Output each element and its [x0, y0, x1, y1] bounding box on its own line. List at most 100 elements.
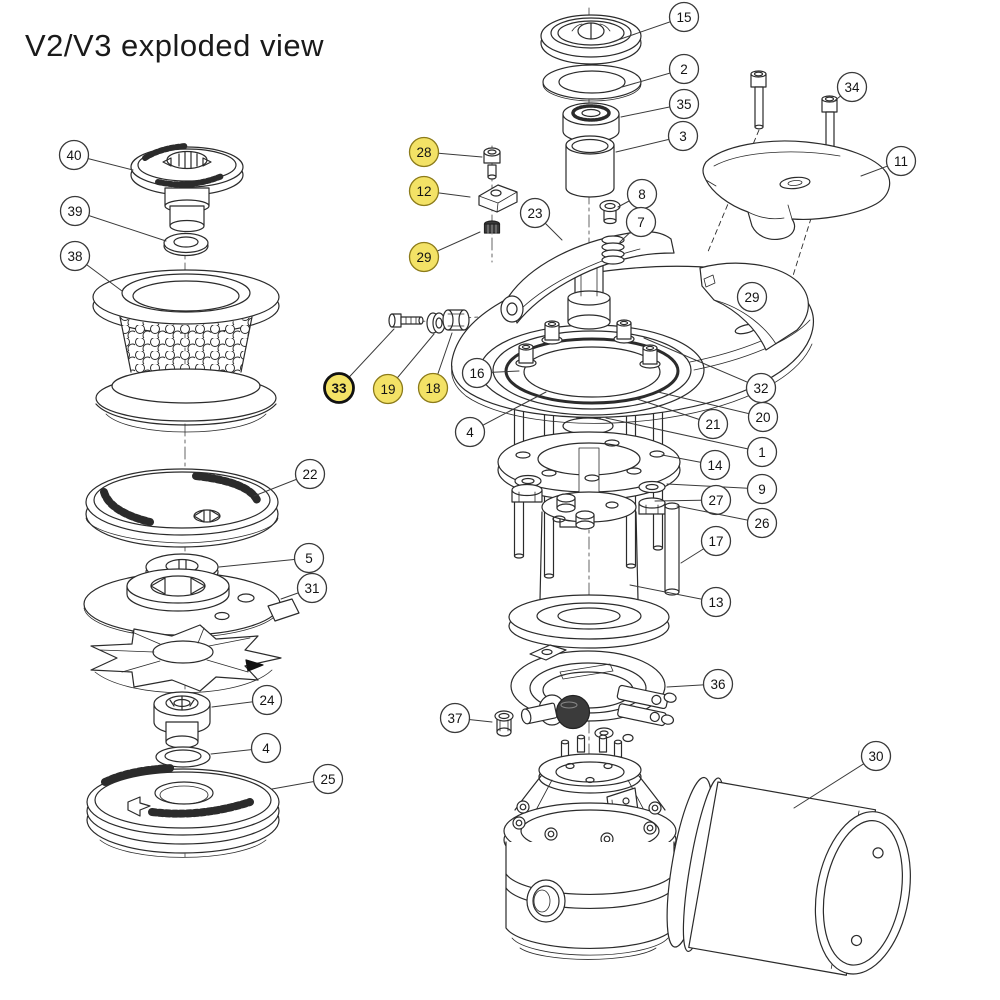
callout-circle-9: [746, 473, 778, 505]
callout-22: 22: [253, 458, 326, 497]
callout-circle-25: [312, 763, 344, 795]
callout-circle-4: [454, 416, 486, 448]
callout-4: 4: [454, 391, 547, 448]
part-31-pressure-plate: [83, 568, 300, 639]
part-4-washer-left: [155, 746, 211, 768]
callout-circle-19: [372, 373, 404, 405]
callout-circle-21: [697, 408, 729, 440]
callout-number-16: 16: [469, 366, 484, 381]
callout-number-32: 32: [753, 381, 768, 396]
callout-circle-26: [746, 507, 778, 539]
part-23-arm: [500, 231, 675, 324]
callout-number-40: 40: [66, 148, 81, 163]
callout-circle-37: [439, 702, 471, 734]
callout-number-30: 30: [868, 749, 883, 764]
leader-line-32: [643, 337, 762, 389]
callout-12: 12: [408, 175, 471, 207]
callout-31: 31: [280, 572, 328, 604]
callout-number-11: 11: [894, 154, 908, 169]
callout-number-29: 29: [416, 250, 431, 265]
callout-circle-18: [417, 372, 449, 404]
callout-circle-7: [625, 206, 657, 238]
part-7-spring: [601, 235, 625, 265]
callout-number-27: 27: [708, 493, 723, 508]
deck-studs: [515, 319, 661, 369]
callout-circle-23: [519, 197, 551, 229]
callout-3: 3: [615, 120, 699, 153]
callout-number-23: 23: [527, 206, 542, 221]
callout-circle-39: [59, 195, 91, 227]
callout-7: 7: [619, 206, 657, 243]
callout-number-36: 36: [710, 677, 725, 692]
callout-number-28: 28: [416, 145, 431, 160]
part-35-bearing: [562, 102, 620, 143]
part-40-top-cap: [130, 143, 244, 233]
part-33-bolt: [388, 313, 424, 328]
callout-26: 26: [676, 505, 778, 539]
callout-number-29: 29: [744, 290, 759, 305]
callout-number-8: 8: [638, 187, 646, 202]
part-13-gearbox-adapter: [508, 491, 670, 649]
callout-circle-30: [860, 740, 892, 772]
callout-number-26: 26: [754, 516, 769, 531]
callout-number-35: 35: [676, 97, 691, 112]
callout-21: 21: [633, 397, 729, 440]
callout-number-9: 9: [758, 482, 766, 497]
callout-number-2: 2: [680, 62, 688, 77]
callout-24: 24: [211, 684, 283, 716]
callout-number-15: 15: [676, 10, 691, 25]
callout-circle-29: [408, 241, 440, 273]
callout-16: 16: [461, 357, 520, 389]
callout-circle-17: [700, 525, 732, 557]
part-39-washer: [163, 232, 209, 257]
callout-number-12: 12: [416, 184, 431, 199]
callout-37: 37: [439, 702, 493, 734]
callout-number-21: 21: [705, 417, 720, 432]
part-37-plug: [494, 710, 514, 737]
part-17-rod: [664, 502, 680, 596]
callout-15: 15: [611, 1, 700, 43]
callout-number-14: 14: [707, 458, 723, 473]
callout-27: 27: [654, 484, 732, 516]
callout-number-4: 4: [262, 741, 270, 756]
callout-circle-35: [668, 88, 700, 120]
callout-circle-11: [885, 145, 917, 177]
callout-circle-15: [668, 1, 700, 33]
callout-number-5: 5: [305, 551, 313, 566]
callout-34: 34: [832, 71, 868, 103]
part-22-clutch-cap: [85, 468, 279, 548]
callout-5: 5: [218, 542, 325, 574]
callout-number-20: 20: [755, 410, 770, 425]
callout-14: 14: [661, 449, 731, 481]
callout-25: 25: [271, 763, 344, 795]
part-gypsy-star: [90, 624, 282, 694]
part-14-flange: [497, 431, 681, 509]
callout-circle-31: [296, 572, 328, 604]
leader-line-1: [605, 417, 763, 453]
part-30-motor: [666, 776, 911, 976]
callout-number-38: 38: [67, 249, 82, 264]
callout-circle-40: [58, 139, 90, 171]
callout-circle-3: [667, 120, 699, 152]
part-8-screw: [599, 199, 621, 225]
part-3-spacer: [565, 135, 615, 198]
leader-line-39: [74, 210, 167, 242]
callout-39: 39: [59, 195, 167, 242]
callout-number-3: 3: [679, 129, 687, 144]
part-12-pawl: [478, 184, 518, 213]
callout-circle-24: [251, 684, 283, 716]
callout-circle-1: [746, 436, 778, 468]
leader-line-20: [657, 391, 764, 418]
callout-36: 36: [666, 668, 734, 700]
callout-circle-38: [59, 240, 91, 272]
callout-circle-12: [408, 175, 440, 207]
callout-number-1: 1: [758, 445, 766, 460]
part-11-cover: [702, 140, 891, 241]
callout-38: 38: [59, 240, 123, 292]
callout-33: 33: [323, 328, 395, 404]
callout-number-31: 31: [304, 581, 319, 596]
callout-4: 4: [210, 732, 282, 764]
part-36-clutch: [510, 644, 677, 743]
